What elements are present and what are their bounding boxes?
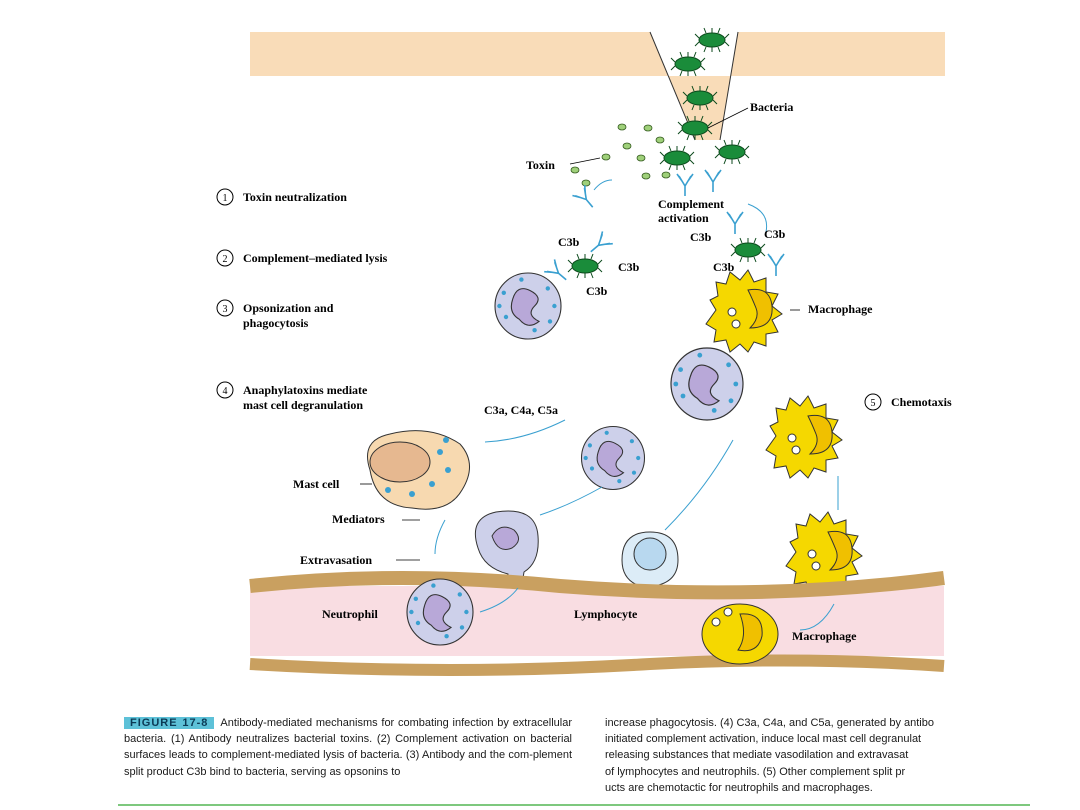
vessel-macrophage — [701, 603, 779, 665]
label-c3b-f: C3b — [713, 260, 735, 274]
label-c3b-b: C3b — [618, 260, 640, 274]
label-macrophage-bottom: Macrophage — [792, 629, 857, 643]
label-macrophage-top: Macrophage — [808, 302, 873, 316]
step-2: 2 Complement–mediated lysis — [216, 249, 388, 267]
step-3-num: 3 — [223, 304, 228, 315]
step-3-text-1: Opsonization and — [243, 301, 334, 315]
caption-right-line: initiated complement activation, induce … — [605, 733, 922, 746]
step-4: 4 Anaphylatoxins mediate mast cell degra… — [216, 381, 368, 412]
step-1-num: 1 — [223, 193, 228, 204]
step-5-num: 5 — [871, 398, 876, 409]
step-1: 1 Toxin neutralization — [216, 188, 347, 206]
extravasating-neutrophil — [474, 510, 539, 597]
step-3-text-2: phagocytosis — [243, 316, 309, 330]
label-complement-1: Complement — [658, 197, 724, 211]
step-5-text: Chemotaxis — [891, 395, 952, 409]
label-c3b-d: C3b — [690, 230, 712, 244]
caption-right-line: of lymphocytes and neutrophils. (5) Othe… — [605, 765, 906, 778]
caption-rule — [118, 804, 1030, 806]
label-mast-cell: Mast cell — [293, 477, 340, 491]
label-bacteria: Bacteria — [750, 100, 793, 114]
caption-right: increase phagocytosis. (4) C3a, C4a, and… — [605, 715, 1030, 796]
caption-right-line: releasing substances that mediate vasodi… — [605, 749, 909, 762]
label-c3b-c: C3b — [586, 284, 608, 298]
skin-surface — [250, 32, 945, 140]
step-3: 3 Opsonization and phagocytosis — [216, 299, 334, 330]
step-1-text: Toxin neutralization — [243, 190, 347, 204]
label-extravasation: Extravasation — [300, 553, 372, 567]
label-lymphocyte: Lymphocyte — [574, 607, 638, 621]
figure-tag: FIGURE 17-8 — [124, 717, 215, 729]
step-2-text: Complement–mediated lysis — [243, 251, 388, 265]
caption-right-line: ucts are chemotactic for neutrophils and… — [605, 781, 873, 794]
label-mediators: Mediators — [332, 512, 385, 526]
label-toxin: Toxin — [526, 158, 555, 172]
step-2-num: 2 — [223, 254, 228, 265]
caption-left-text: Antibody-mediated mechanisms for combati… — [124, 717, 572, 778]
label-complement-2: activation — [658, 211, 709, 225]
caption-right-line: increase phagocytosis. (4) C3a, C4a, and… — [605, 717, 934, 729]
toxin-particles — [570, 123, 671, 187]
step-4-text-1: Anaphylatoxins mediate — [243, 383, 368, 397]
mast-cell — [367, 430, 470, 510]
lymphocyte-cell — [621, 531, 679, 611]
step-4-num: 4 — [223, 386, 228, 397]
label-c3b-a: C3b — [558, 235, 580, 249]
diagram: Bacteria Toxin Complement activation C3b… — [216, 27, 952, 676]
step-5: 5 Chemotaxis — [864, 393, 952, 411]
label-neutrophil: Neutrophil — [322, 607, 378, 621]
step-4-text-2: mast cell degranulation — [243, 398, 363, 412]
label-anaphylatoxins: C3a, C4a, C5a — [484, 403, 558, 417]
blood-vessel — [250, 586, 944, 656]
label-c3b-e: C3b — [764, 227, 786, 241]
flow-arrows — [434, 419, 839, 631]
